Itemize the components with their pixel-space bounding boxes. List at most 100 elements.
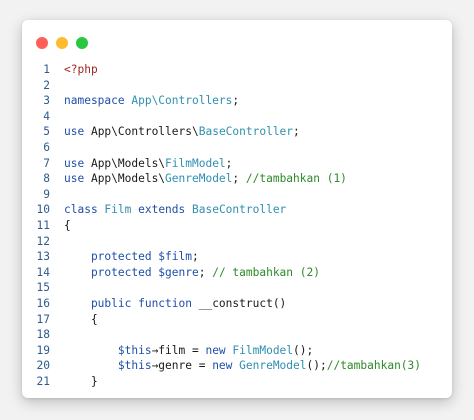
code-token: } [64,374,98,388]
minimize-dot-icon[interactable] [56,37,68,49]
line-source: $this→film = new FilmModel(); [64,343,313,359]
line-number: 5 [43,125,50,139]
code-line: 13 protected $film; [22,249,452,265]
code-token: GenreModel [165,172,233,186]
code-line: 12 [22,234,452,250]
code-line: 2 [22,78,452,94]
line-source: protected $film; [64,249,199,265]
zoom-dot-icon[interactable] [76,37,88,49]
code-token: new [212,359,240,373]
window-controls [36,37,88,49]
line-number: 8 [43,172,50,186]
code-line: 9 [22,187,452,203]
line-number: 9 [43,187,50,201]
line-number: 16 [36,296,50,310]
code-token: protected [64,250,159,264]
code-token: use [64,156,91,170]
code-line: 5 use App\Controllers\BaseController; [22,124,452,140]
code-line: 7 use App\Models\FilmModel; [22,156,452,172]
code-token: GenreModel [239,359,307,373]
line-source: { [64,218,71,234]
code-token: App\Controllers\ [90,125,199,139]
line-source: protected $genre; // tambahkan (2) [64,265,320,281]
code-token: ; [293,125,300,139]
line-number: 6 [43,140,50,154]
code-line: 16 public function __construct() [22,296,452,312]
code-line: 18 [22,327,452,343]
line-source: <?php [64,62,98,78]
code-token: protected [64,265,159,279]
code-token: App\Controllers [131,94,233,108]
code-token: $genre [158,265,199,279]
code-token: class [64,203,105,217]
code-line: 3 namespace App\Controllers; [22,93,452,109]
code-line: 10 class Film extends BaseController [22,202,452,218]
code-line: 11 { [22,218,452,234]
line-number: 11 [36,218,50,232]
code-token: →film = [151,343,206,357]
code-token: FilmModel [232,343,294,357]
code-token: ; [232,172,246,186]
code-token: extends [138,203,192,217]
code-token: FilmModel [165,156,226,170]
line-source: } [64,374,98,390]
code-token: // tambahkan (2) [212,265,320,279]
code-token: __construct [198,296,273,310]
code-line: 20 $this→genre = new GenreModel();//tamb… [22,358,452,374]
line-number: 19 [36,343,50,357]
code-token: namespace [64,94,132,108]
code-token: (); [306,359,327,373]
code-line: 19 $this→film = new FilmModel(); [22,343,452,359]
line-number: 14 [36,265,50,279]
code-token: →genre = [151,359,213,373]
code-token: function [138,296,199,310]
line-number: 21 [36,374,50,388]
code-token: $this [64,359,152,373]
code-line: 17 { [22,312,452,328]
code-token: { [64,312,98,326]
code-line: 15 [22,280,452,296]
code-token: use [64,125,91,139]
line-number: 10 [36,203,50,217]
line-source: use App\Controllers\BaseController; [64,124,300,140]
code-token: //tambahkan(3) [326,359,422,373]
code-token: () [272,296,287,310]
line-source: class Film extends BaseController [64,202,286,218]
code-token: <?php [64,63,98,76]
code-token: public [64,296,139,310]
code-token: (); [293,343,314,357]
line-number: 3 [43,94,50,108]
line-number: 15 [36,281,50,295]
code-line: 14 protected $genre; // tambahkan (2) [22,265,452,281]
line-source: public function __construct() [64,296,286,312]
line-source: use App\Models\GenreModel; //tambahkan (… [64,171,347,187]
code-token: Film [104,203,139,217]
code-line: 6 [22,140,452,156]
close-dot-icon[interactable] [36,37,48,49]
code-line: 8 use App\Models\GenreModel; //tambahkan … [22,171,452,187]
code-token: ; [225,156,233,170]
line-source: use App\Models\FilmModel; [64,156,232,172]
code-line: 4 [22,109,452,125]
line-number: 20 [36,359,50,373]
line-number: 1 [43,63,50,76]
code-token: $film [158,250,192,264]
line-number: 4 [43,109,50,123]
line-source: namespace App\Controllers; [64,93,239,109]
code-token: new [205,343,233,357]
line-number: 17 [36,312,50,326]
code-token: BaseController [198,125,294,139]
code-line: 21 } [22,374,452,390]
code-token: //tambahkan (1) [245,172,347,186]
code-line: 1 <?php [22,62,452,78]
line-number: 12 [36,234,50,248]
code-token: $this [64,343,152,357]
line-number: 7 [43,156,50,170]
line-source: $this→genre = new GenreModel();//tambahk… [64,358,421,374]
code-token: ; [232,94,240,108]
code-token: App\Models\ [90,172,166,186]
line-number: 18 [36,328,50,342]
line-source: { [64,312,98,328]
